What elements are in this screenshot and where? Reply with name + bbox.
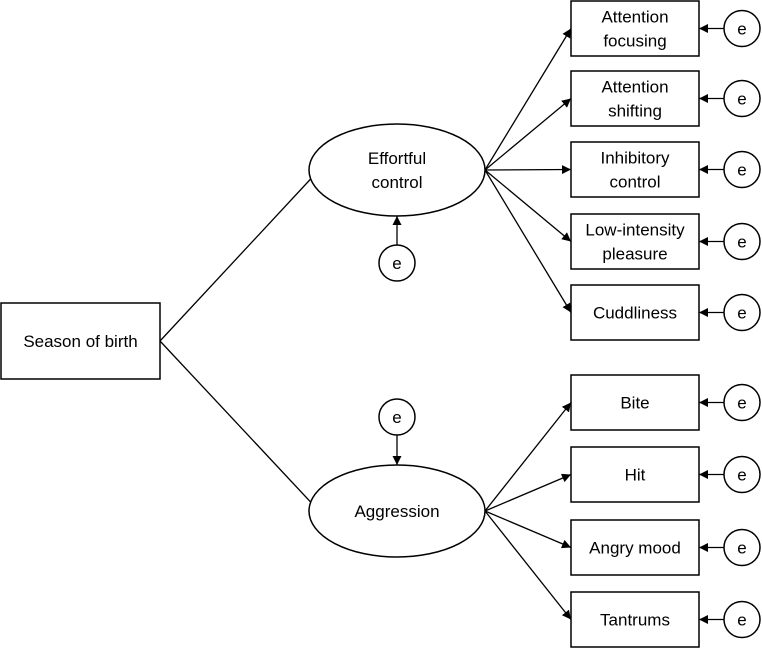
indicator-bi-error-label: e: [737, 394, 746, 413]
latent-ec-label-line-2: control: [371, 173, 422, 192]
indicator-am-box: [570, 519, 700, 576]
indicator-bi-error-circle: [723, 383, 761, 422]
season-of-birth-label: Season of birth: [23, 332, 137, 351]
indicator-lip-box: [570, 213, 700, 270]
edge-ag-to-bi: [484, 402, 572, 512]
indicator-cu-error-label: e: [737, 304, 746, 323]
edge-ag-to-am: [484, 510, 572, 549]
latent-ec-error-circle: [378, 244, 416, 282]
indicator-bi-box: [570, 374, 700, 431]
indicator-af-label-line-2: focusing: [603, 32, 666, 51]
edge-ec-to-cu: [484, 169, 572, 313]
latent-ag-error-circle: [378, 398, 416, 436]
edge-ag-to-hi: [484, 473, 572, 512]
indicator-af-error-label: e: [737, 20, 746, 39]
indicator-lip-label-line-1: Low-intensity: [585, 221, 685, 240]
indicator-ta-error-label: e: [737, 611, 746, 630]
latent-ag-ellipse: [308, 464, 486, 558]
indicator-am-error-circle: [723, 528, 761, 567]
edge-ec-to-ic: [484, 165, 572, 175]
indicator-bi-label-line-1: Bite: [620, 394, 649, 413]
indicator-af-label-line-1: Attention: [601, 8, 668, 27]
indicator-lip-error-circle: [723, 222, 761, 261]
indicator-lip-label-line-2: pleasure: [602, 245, 667, 264]
indicator-ta-box: [570, 591, 700, 648]
indicator-af-error-circle: [723, 9, 761, 48]
latent-ag-error-label: e: [392, 408, 401, 427]
indicator-cu-error-circle: [723, 293, 761, 332]
indicator-hi-error-circle: [723, 455, 761, 494]
indicator-ic-label-line-2: control: [609, 173, 660, 192]
edge-season-to-ag: [159, 340, 320, 512]
indicator-lip-error-label: e: [737, 233, 746, 252]
indicator-as-error-label: e: [737, 90, 746, 109]
edge-ec-to-as: [484, 98, 572, 171]
edge-season-to-ec: [159, 169, 320, 342]
indicator-hi-error-label: e: [737, 466, 746, 485]
indicator-hi-box: [570, 446, 700, 503]
indicator-cu-label-line-1: Cuddliness: [593, 304, 677, 323]
indicator-af-box: [570, 0, 700, 57]
latent-ec-ellipse: [308, 123, 486, 217]
edge-ec-to-lip: [484, 169, 572, 242]
edge-ec-to-af: [484, 28, 572, 171]
edge-ag-to-ta: [484, 510, 572, 620]
indicator-am-error-label: e: [737, 539, 746, 558]
indicator-as-label-line-2: shifting: [608, 102, 662, 121]
indicator-ta-label-line-1: Tantrums: [600, 611, 670, 630]
indicator-ic-label-line-1: Inhibitory: [601, 149, 670, 168]
latent-ec-label-line-1: Effortful: [368, 149, 426, 168]
season-of-birth-box: [0, 302, 161, 380]
indicator-as-box: [570, 70, 700, 127]
indicator-cu-box: [570, 284, 700, 341]
indicator-ta-error-circle: [723, 600, 761, 639]
latent-ec-error-label: e: [392, 254, 401, 273]
indicator-hi-label-line-1: Hit: [625, 466, 646, 485]
indicator-ic-error-circle: [723, 150, 761, 189]
latent-ag-label-line-1: Aggression: [354, 502, 439, 521]
indicator-am-label-line-1: Angry mood: [589, 539, 681, 558]
indicator-ic-box: [570, 141, 700, 198]
indicator-as-error-circle: [723, 79, 761, 118]
indicator-as-label-line-1: Attention: [601, 78, 668, 97]
indicator-ic-error-label: e: [737, 161, 746, 180]
